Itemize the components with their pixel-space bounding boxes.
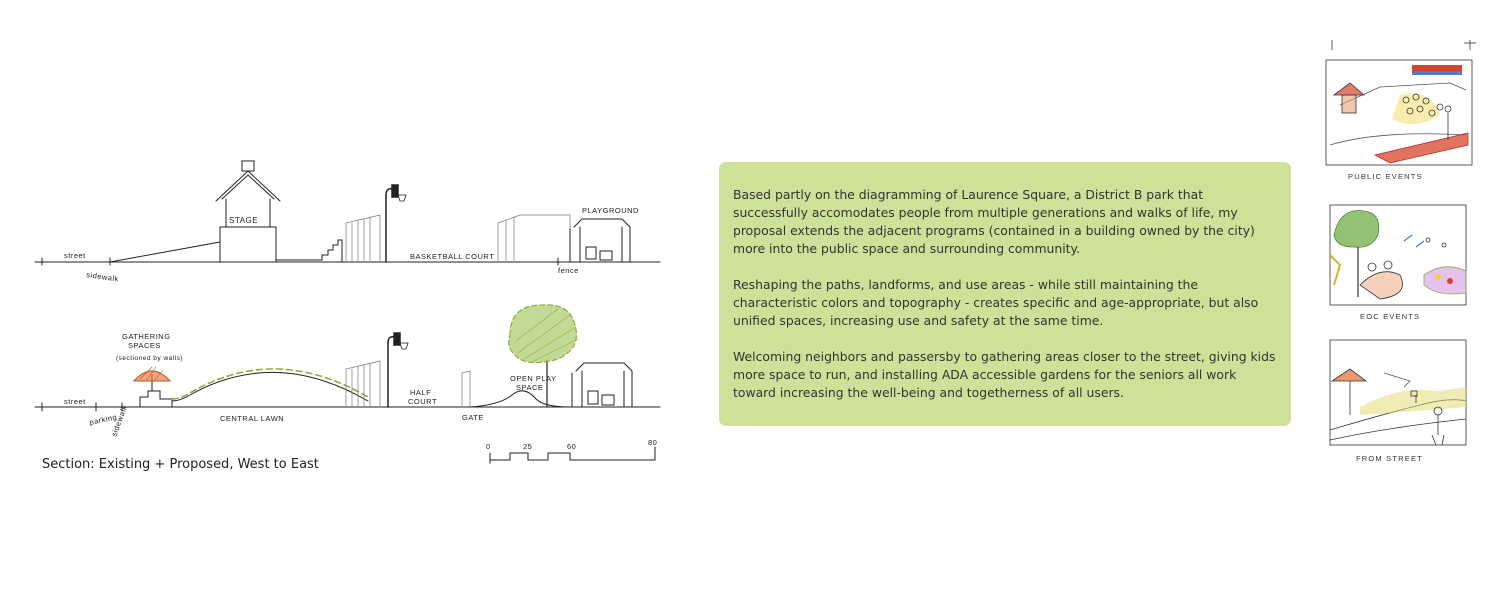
- open-play-hill: [469, 390, 571, 408]
- label-gathering-note: (sectioned by walls): [116, 355, 183, 362]
- description-paragraph: Reshaping the paths, landforms, and use …: [733, 277, 1259, 328]
- label-basketball-court: BASKETBALL COURT: [410, 252, 494, 261]
- label-open-play-2: SPACE: [516, 383, 543, 392]
- label-fence: fence: [558, 266, 579, 275]
- proposed-section: [34, 304, 661, 412]
- thumbnail-label: PUBLIC EVENTS: [1348, 172, 1423, 181]
- stage-ramp: [109, 241, 221, 263]
- thumbnail-label: FROM STREET: [1356, 454, 1423, 463]
- section-labels: street sidewalk STAGE BASKETBALL COURT P…: [64, 206, 657, 451]
- playground-structure: [571, 362, 633, 408]
- label-gate: GATE: [462, 413, 484, 422]
- thumbnail-public-events: [1325, 59, 1473, 166]
- label-central-lawn: CENTRAL LAWN: [220, 414, 284, 423]
- gathering-walls: [139, 390, 173, 408]
- thumbnail-from-street: [1329, 339, 1467, 446]
- stage-structure: [215, 160, 281, 263]
- label-street-proposed: street: [64, 397, 86, 406]
- label-half-court-2: COURT: [408, 397, 437, 406]
- description-box: Based partly on the diagramming of Laure…: [719, 162, 1291, 426]
- label-playground: PLAYGROUND: [582, 206, 639, 215]
- steps: [275, 239, 343, 263]
- scale-label-80: 80: [648, 438, 657, 447]
- label-gathering-title2: SPACES: [128, 341, 161, 350]
- section-caption: Section: Existing + Proposed, West to Ea…: [42, 457, 319, 472]
- lawn-mound-grass: [171, 368, 369, 400]
- section-drawings: street sidewalk STAGE BASKETBALL COURT P…: [34, 160, 661, 464]
- description-paragraph: Based partly on the diagramming of Laure…: [733, 187, 1255, 256]
- thumbnail-label: EOC EVENTS: [1360, 312, 1420, 321]
- umbrella: [132, 366, 172, 392]
- scale-label-0: 0: [486, 442, 491, 451]
- label-stage: STAGE: [229, 216, 258, 225]
- existing-section: [34, 160, 661, 266]
- description-paragraph: Welcoming neighbors and passersby to gat…: [733, 349, 1276, 400]
- thumbnail-sketches: PUBLIC EVENTS EOC EVENTS: [1325, 40, 1476, 463]
- basketball-hoop: [385, 184, 407, 263]
- half-court-hoop: [387, 332, 409, 408]
- label-open-play-1: OPEN PLAY: [510, 374, 556, 383]
- lawn-mound-outline: [171, 371, 369, 402]
- thumbnail-eoc-events: [1329, 204, 1467, 306]
- label-street: street: [64, 251, 86, 260]
- playground-structure: [557, 218, 631, 266]
- tree: [508, 304, 579, 408]
- label-gathering-title: GATHERING: [122, 332, 171, 341]
- scale-label-60: 60: [567, 442, 576, 451]
- scale-bar: [489, 446, 656, 464]
- scale-label-25: 25: [523, 442, 532, 451]
- label-half-court-1: HALF: [410, 388, 431, 397]
- label-sidewalk: sidewalk: [86, 270, 120, 283]
